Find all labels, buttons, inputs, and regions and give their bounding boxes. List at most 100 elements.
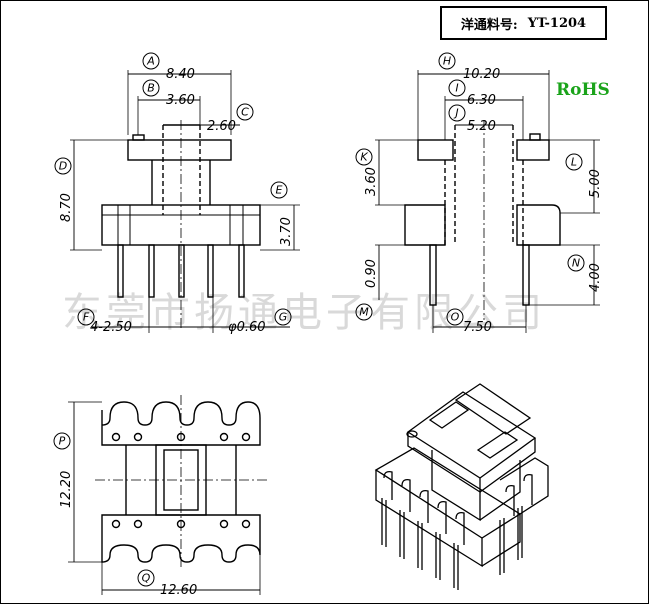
- callout-c: C: [236, 103, 254, 121]
- side-top-pin: [529, 133, 541, 141]
- side-top-flange-left: [417, 139, 454, 161]
- dim-value-n: 4.00: [588, 263, 603, 292]
- callout-k: K: [355, 148, 373, 166]
- top-hole: [219, 432, 229, 442]
- callout-m-letter: M: [359, 306, 369, 319]
- top-hole: [111, 519, 121, 529]
- callout-n-letter: N: [572, 257, 580, 270]
- dim-value-i: 6.30: [467, 93, 496, 108]
- iso-top-flange-side: [407, 432, 481, 494]
- title-box: 洋通料号: YT-1204: [440, 6, 607, 40]
- dim-value-j: 5.20: [467, 119, 496, 134]
- top-hole: [133, 432, 143, 442]
- callout-l: L: [565, 153, 583, 171]
- callout-g: G: [274, 308, 292, 326]
- front-pin: [117, 244, 124, 298]
- callout-p-letter: P: [59, 435, 66, 448]
- callout-o-letter: O: [451, 311, 460, 324]
- callout-p: P: [53, 432, 71, 450]
- callout-q-letter: Q: [142, 572, 151, 585]
- iso-core-top: [454, 383, 532, 435]
- dim-value-a: 8.40: [166, 67, 195, 82]
- side-base-left: [404, 204, 446, 246]
- callout-o: O: [446, 308, 464, 326]
- dim-value-h: 10.20: [463, 67, 500, 82]
- callout-h: H: [438, 52, 456, 70]
- dim-value-e: 3.70: [279, 217, 294, 246]
- callout-i-letter: I: [455, 82, 458, 95]
- callout-b: B: [142, 79, 160, 97]
- callout-d-letter: D: [59, 160, 67, 173]
- side-pin: [429, 244, 437, 306]
- dim-value-l: 5.00: [588, 169, 603, 198]
- callout-d: D: [54, 157, 72, 175]
- top-comb-lower: [101, 514, 261, 563]
- front-pin: [238, 244, 245, 298]
- callout-h-letter: H: [443, 55, 451, 68]
- callout-c-letter: C: [241, 106, 249, 119]
- callout-f-letter: F: [83, 311, 90, 324]
- callout-e-letter: E: [276, 184, 283, 197]
- callout-a-letter: A: [146, 55, 155, 68]
- iso-tooth: [523, 473, 533, 505]
- iso-core-left: [428, 401, 470, 429]
- iso-top-pin: [406, 430, 418, 438]
- iso-base-right: [499, 457, 549, 515]
- top-hole: [111, 432, 121, 442]
- top-hole: [219, 519, 229, 529]
- top-hole: [241, 519, 251, 529]
- front-view: [70, 70, 300, 333]
- side-view: [375, 70, 600, 333]
- iso-tooth: [505, 484, 515, 516]
- dim-value-m: 0.90: [364, 259, 379, 288]
- iso-body: [431, 450, 481, 522]
- front-pin: [178, 244, 185, 298]
- callout-m: M: [355, 303, 373, 321]
- dim-value-o: 7.50: [463, 320, 492, 335]
- callout-b-letter: B: [147, 82, 155, 95]
- iso-tooth: [455, 511, 465, 545]
- callout-g-letter: G: [279, 311, 288, 324]
- top-hole: [133, 519, 143, 529]
- dim-value-g: φ0.60: [228, 320, 266, 335]
- iso-body-front: [479, 460, 521, 521]
- callout-q: Q: [137, 569, 155, 587]
- callout-n: N: [567, 254, 585, 272]
- callout-k-letter: K: [360, 151, 368, 164]
- front-pin: [148, 244, 155, 298]
- top-hole: [241, 432, 251, 442]
- iso-base-front: [481, 514, 521, 567]
- callout-a: A: [142, 52, 160, 70]
- dim-value-b: 3.60: [166, 93, 195, 108]
- callout-e: E: [270, 181, 288, 199]
- iso-base-top: [374, 447, 522, 539]
- iso-tooth: [401, 478, 411, 512]
- iso-core-right: [476, 431, 519, 459]
- front-top-flange: [127, 139, 232, 161]
- side-top-flange-right: [516, 139, 550, 161]
- callout-f: F: [77, 308, 95, 326]
- front-top-pin: [132, 134, 145, 141]
- side-base-right: [516, 204, 561, 246]
- dim-value-c: 2.60: [207, 119, 236, 134]
- dim-value-q: 12.60: [160, 583, 197, 598]
- callout-i: I: [448, 79, 466, 97]
- iso-tooth: [383, 470, 393, 500]
- rohs-mark: RoHS: [556, 80, 610, 100]
- top-view: [68, 395, 268, 595]
- callout-j-letter: J: [453, 107, 458, 120]
- side-pin: [522, 244, 530, 306]
- top-comb-upper: [101, 401, 261, 446]
- dim-value-k: 3.60: [364, 167, 379, 196]
- iso-base-left-side: [375, 470, 483, 568]
- iso-tooth: [437, 500, 447, 534]
- part-number-label: 洋通料号:: [460, 17, 518, 33]
- part-number: YT-1204: [527, 15, 587, 31]
- callout-l-letter: L: [571, 156, 577, 169]
- dim-value-f: 4-2.50: [90, 320, 132, 335]
- letter-callouts: A B C D E F G H I J K L M N O P Q: [53, 52, 585, 587]
- dim-value-d: 8.70: [59, 193, 74, 222]
- iso-top-flange-front: [479, 438, 536, 493]
- dim-value-p: 12.20: [59, 471, 74, 508]
